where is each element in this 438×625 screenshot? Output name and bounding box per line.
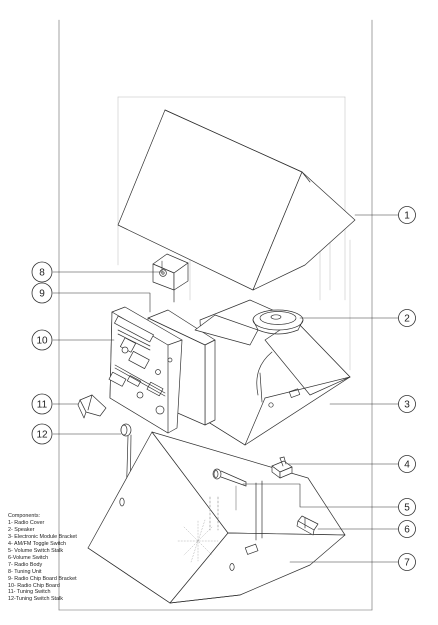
legend-item: 8- Tuning Unit <box>8 568 42 575</box>
legend-title: Components: <box>8 513 41 519</box>
callout-number: 6 <box>404 525 410 536</box>
legend-item: 7- Radio Body <box>8 561 43 568</box>
callout-number: 1 <box>404 211 410 222</box>
callout-11: 11 <box>31 393 53 415</box>
callout-1: 1 <box>398 206 416 224</box>
callout-9: 9 <box>31 282 53 304</box>
legend-item: 6-Volume Switch <box>8 554 49 561</box>
callout-number: 11 <box>37 400 48 411</box>
callout-6: 6 <box>398 520 416 538</box>
callout-number: 10 <box>36 336 48 347</box>
part-radio-body <box>87 431 346 604</box>
callout-number: 4 <box>404 460 410 471</box>
part-radio-cover <box>117 109 356 291</box>
part-volume-switch <box>296 515 319 536</box>
toggle-slot <box>255 480 263 541</box>
callout-5: 5 <box>398 498 416 516</box>
legend-item: 2- Speaker <box>8 527 35 534</box>
legend-item: 9- Radio Chip Board Bracket <box>8 575 77 582</box>
callout-2: 2 <box>398 309 416 327</box>
components-legend: Components: 1- Radio Cover 2- Speaker 3-… <box>8 513 77 603</box>
callout-8: 8 <box>31 261 53 283</box>
part-tuning-unit <box>152 253 189 303</box>
legend-item: 3- Electronic Module Bracket <box>8 534 77 541</box>
legend-item: 4- AM/FM Toggle Switch <box>8 541 67 548</box>
callout-10: 10 <box>31 329 53 351</box>
callout-4: 4 <box>398 455 416 473</box>
callout-number: 3 <box>404 400 410 411</box>
callout-7: 7 <box>398 553 416 571</box>
part-volume-switch-stalk <box>212 468 247 511</box>
frame-lines <box>58 19 373 611</box>
callout-number: 9 <box>39 289 45 300</box>
legend-item: 5- Volume Switch Stalk <box>8 548 64 555</box>
legend-item: 12-Tuning Switch Stalk <box>8 596 63 603</box>
legend-item: 1- Radio Cover <box>8 520 45 527</box>
part-speaker <box>252 309 304 335</box>
part-tuning-switch <box>77 394 107 419</box>
callout-number: 5 <box>404 503 410 514</box>
callout-number: 8 <box>39 268 45 279</box>
callout-12: 12 <box>31 423 53 445</box>
leader-lines <box>52 214 399 563</box>
callout-3: 3 <box>398 395 416 413</box>
legend-item: 10- Radio Chip Board <box>8 582 60 589</box>
speaker-grille-pattern <box>177 519 219 563</box>
part-radio-chip-board <box>108 306 183 434</box>
part-am-fm-toggle-switch <box>271 456 293 479</box>
callout-number: 2 <box>404 314 410 325</box>
callout-number: 7 <box>404 558 410 569</box>
legend-item: 11- Tuning Switch <box>8 589 51 596</box>
callout-number: 12 <box>36 430 48 441</box>
